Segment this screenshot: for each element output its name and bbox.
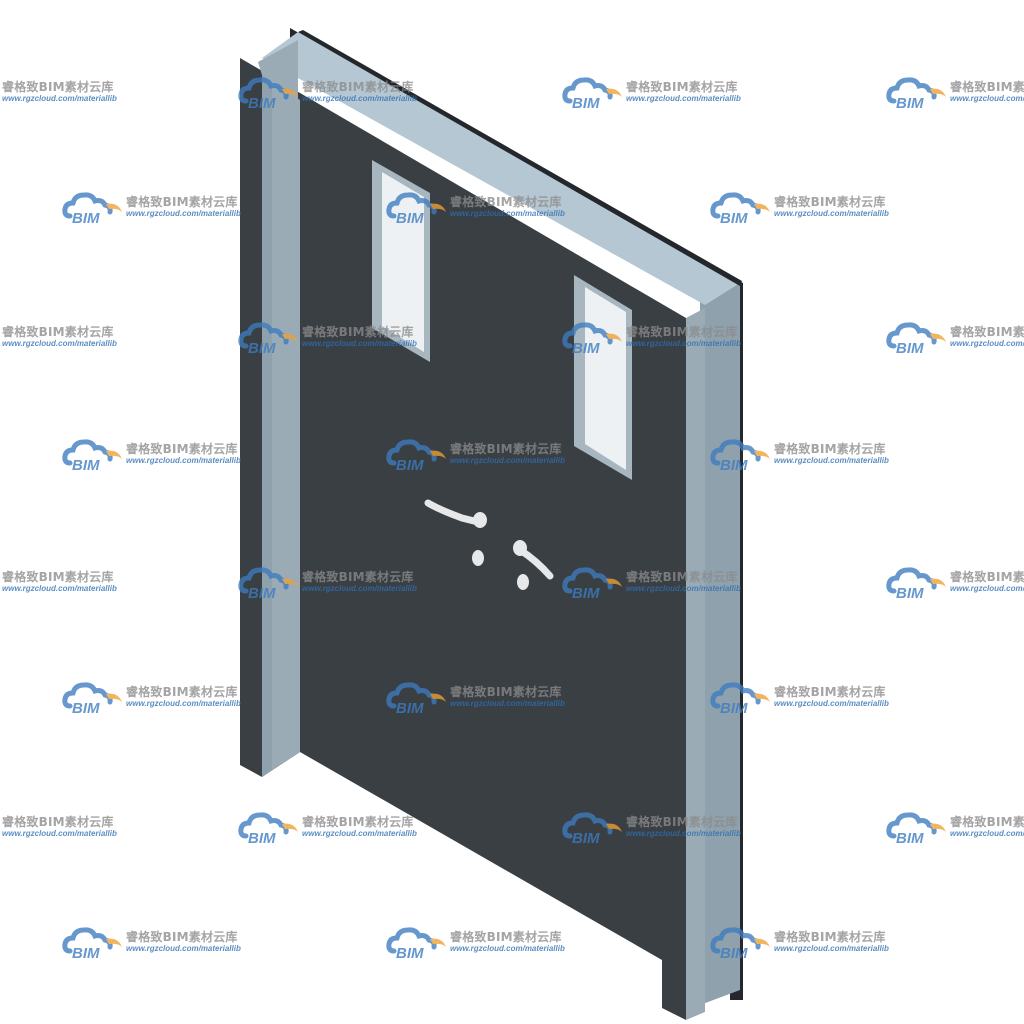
- window-right-glass: [585, 287, 626, 470]
- frame-right-front: [686, 308, 705, 1020]
- frame-left-inner: [262, 75, 272, 777]
- lock-cylinder-left: [472, 550, 484, 566]
- frame-right-side: [700, 283, 740, 1005]
- window-left-glass: [382, 172, 424, 352]
- lock-cylinder-right: [517, 574, 529, 590]
- door-leaf: [240, 58, 686, 1020]
- lever-handle-right: [513, 540, 554, 580]
- lever-handle-left: [424, 499, 487, 528]
- frame-head-top: [262, 32, 740, 305]
- frame-head-underside: [298, 30, 742, 286]
